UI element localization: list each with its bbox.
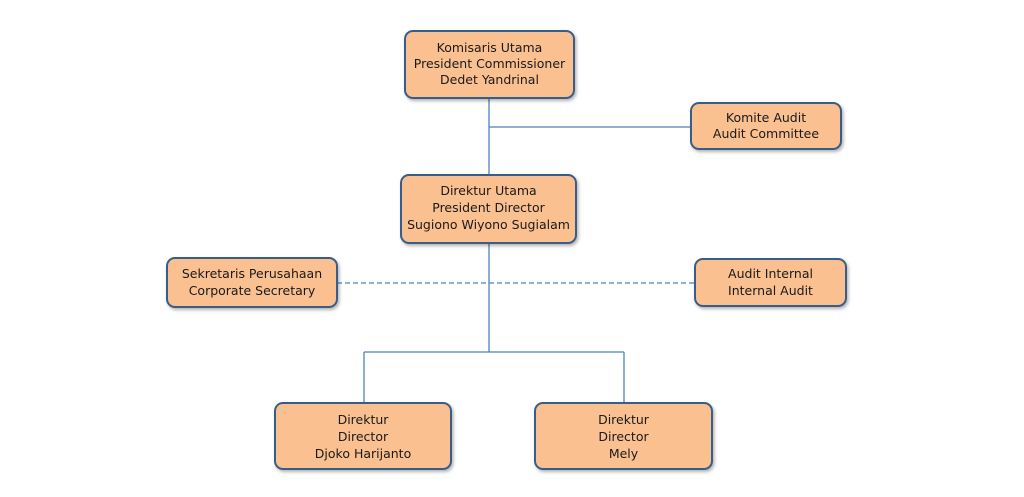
node-line: Direktur [338, 412, 390, 427]
node-line: Dedet Yandrinal [440, 72, 539, 87]
node-line: Djoko Harijanto [315, 446, 411, 461]
node-president-director: Direktur Utama President Director Sugion… [400, 174, 577, 244]
node-line: Director [338, 429, 389, 444]
node-director-2: Direktur Director Mely [534, 402, 713, 470]
connectors [337, 98, 695, 403]
node-box [274, 402, 452, 470]
node-line: President Commissioner [414, 56, 566, 71]
node-line: Sugiono Wiyono Sugialam [407, 217, 570, 232]
node-line: Director [598, 429, 649, 444]
node-box [400, 174, 577, 244]
node-line: Audit Committee [713, 126, 819, 141]
node-line: Sekretaris Perusahaan [182, 266, 322, 281]
node-line: Audit Internal [728, 266, 813, 281]
node-president-commissioner: Komisaris Utama President Commissioner D… [404, 30, 575, 99]
node-line: Internal Audit [728, 283, 813, 298]
node-line: Komite Audit [726, 110, 806, 125]
node-corporate-secretary: Sekretaris Perusahaan Corporate Secretar… [166, 257, 338, 308]
node-box [694, 258, 847, 307]
node-internal-audit: Audit Internal Internal Audit [694, 258, 847, 307]
node-audit-committee: Komite Audit Audit Committee [690, 102, 842, 150]
node-box [166, 257, 338, 308]
node-box [690, 102, 842, 150]
node-line: Mely [609, 446, 639, 461]
node-director-1: Direktur Director Djoko Harijanto [274, 402, 452, 470]
node-line: Corporate Secretary [189, 283, 316, 298]
node-line: President Director [432, 200, 545, 215]
node-line: Direktur Utama [440, 183, 536, 198]
node-line: Direktur [598, 412, 650, 427]
node-box [404, 30, 575, 99]
node-box [534, 402, 713, 470]
node-line: Komisaris Utama [437, 40, 543, 55]
